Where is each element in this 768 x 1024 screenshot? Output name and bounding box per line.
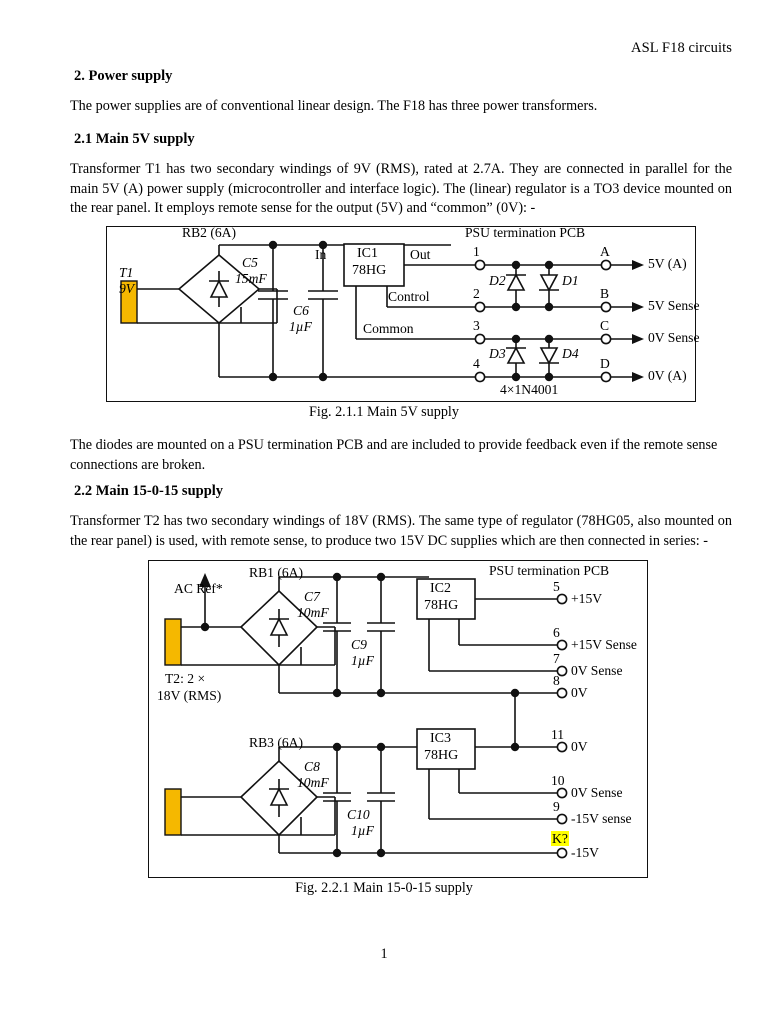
label-pcb-title-1: PSU termination PCB bbox=[465, 225, 586, 240]
terminal-label-0v-8: 0V bbox=[571, 685, 588, 700]
label-rb2: RB2 (6A) bbox=[182, 225, 236, 240]
terminal-letter-c: C bbox=[600, 318, 610, 333]
terminal-label-0v-11: 0V bbox=[571, 739, 588, 754]
output-5v-a: 5V (A) bbox=[648, 256, 687, 271]
label-c5-value: 15mF bbox=[235, 271, 267, 286]
arrow-5v-sense bbox=[632, 302, 644, 312]
label-d1: D1 bbox=[562, 273, 579, 288]
figure-1-caption: Fig. 2.1.1 Main 5V supply bbox=[309, 404, 459, 420]
heading-section-2-1: 2.1 Main 5V supply bbox=[74, 131, 195, 147]
label-c10-value: 1µF bbox=[351, 823, 374, 838]
output-5v-sense: 5V Sense bbox=[648, 298, 700, 313]
figure-1-schematic bbox=[120, 240, 644, 383]
label-c5: C5 bbox=[242, 255, 258, 270]
running-head: ASL F18 circuits bbox=[631, 40, 732, 56]
label-ic1-common: Common bbox=[363, 321, 414, 336]
label-d2: D2 bbox=[489, 273, 506, 288]
figure-1-frame: T1 9V RB2 (6A) C5 15mF C6 1µF In IC1 78H… bbox=[106, 225, 700, 402]
figure-2-frame: AC Ref* RB1 (6A) T2: 2 × 18V (RMS) C7 10… bbox=[148, 560, 648, 878]
label-d3: D3 bbox=[489, 346, 506, 361]
label-c7-value: 10mF bbox=[297, 605, 329, 620]
output-0v-a: 0V (A) bbox=[648, 368, 687, 383]
page-number: 1 bbox=[380, 946, 388, 962]
transformer-t2-winding-bottom bbox=[164, 788, 182, 836]
terminal-num-6: 6 bbox=[553, 625, 560, 640]
terminal-label-plus15v-sense: +15V Sense bbox=[571, 637, 637, 652]
label-ic3: IC3 bbox=[430, 731, 451, 746]
terminal-letter-a: A bbox=[600, 244, 610, 259]
label-diode-part-number: 4×1N4001 bbox=[500, 382, 559, 397]
label-ic1-type: 78HG bbox=[352, 263, 387, 278]
paragraph-2-2: Transformer T2 has two secondary winding… bbox=[70, 513, 732, 549]
label-ic2-type: 78HG bbox=[424, 598, 459, 613]
paragraph-intro: The power supplies are of conventional l… bbox=[70, 98, 598, 114]
label-c6-value: 1µF bbox=[289, 319, 312, 334]
label-ic1-control: Control bbox=[388, 289, 430, 304]
label-c9: C9 bbox=[351, 637, 367, 652]
label-ic2: IC2 bbox=[430, 581, 451, 596]
label-c8-value: 10mF bbox=[297, 775, 329, 790]
ic3-box bbox=[416, 728, 476, 770]
label-d4: D4 bbox=[562, 346, 579, 361]
label-c10: C10 bbox=[347, 807, 370, 822]
transformer-t2-winding-top bbox=[164, 618, 182, 666]
label-t2-line2: 18V (RMS) bbox=[157, 688, 222, 703]
label-pcb-title-2: PSU termination PCB bbox=[489, 563, 610, 578]
label-c8: C8 bbox=[304, 759, 320, 774]
terminal-num-8: 8 bbox=[553, 673, 560, 688]
paragraph-after-fig1: The diodes are mounted on a PSU terminat… bbox=[70, 437, 718, 473]
output-0v-sense: 0V Sense bbox=[648, 330, 700, 345]
arrow-0v-a bbox=[632, 372, 644, 382]
terminal-num-3: 3 bbox=[473, 318, 480, 333]
terminal-num-7: 7 bbox=[553, 651, 560, 666]
terminal-label-plus15v: +15V bbox=[571, 591, 603, 606]
label-rb1: RB1 (6A) bbox=[249, 565, 303, 580]
label-c9-value: 1µF bbox=[351, 653, 374, 668]
figure-2-schematic bbox=[164, 572, 568, 859]
terminal-label-0v-sense-10: 0V Sense bbox=[571, 785, 623, 800]
terminal-num-5: 5 bbox=[553, 579, 560, 594]
terminal-label-0v-sense-7: 0V Sense bbox=[571, 663, 623, 678]
annotation-k-question: K? bbox=[551, 831, 569, 846]
label-t1: T1 bbox=[119, 265, 134, 280]
terminal-num-1: 1 bbox=[473, 244, 480, 259]
terminal-num-2: 2 bbox=[473, 286, 480, 301]
label-ac-ref: AC Ref* bbox=[174, 581, 223, 596]
label-t2-line1: T2: 2 × bbox=[165, 671, 206, 686]
label-rb3: RB3 (6A) bbox=[249, 735, 303, 750]
label-c6: C6 bbox=[293, 303, 309, 318]
transformer-t1-winding bbox=[120, 280, 138, 324]
terminal-num-4: 4 bbox=[473, 356, 480, 371]
figure-2-caption: Fig. 2.2.1 Main 15-0-15 supply bbox=[295, 880, 473, 896]
ic1-box bbox=[343, 243, 405, 287]
terminal-num-10: 10 bbox=[551, 773, 565, 788]
terminal-label-minus15v: -15V bbox=[571, 845, 599, 860]
terminal-letter-d: D bbox=[600, 356, 610, 371]
label-t1-voltage: 9V bbox=[119, 281, 135, 296]
terminal-num-9: 9 bbox=[553, 799, 560, 814]
label-ic3-type: 78HG bbox=[424, 748, 459, 763]
heading-section-2: 2. Power supply bbox=[74, 68, 173, 84]
terminal-letter-b: B bbox=[600, 286, 610, 301]
label-c7: C7 bbox=[304, 589, 320, 604]
label-ic1-in: In bbox=[315, 247, 327, 262]
terminal-num-11: 11 bbox=[551, 727, 565, 742]
ic2-box bbox=[416, 578, 476, 620]
arrow-0v-sense bbox=[632, 334, 644, 344]
arrow-ac-ref bbox=[199, 573, 211, 587]
arrow-5v-a bbox=[632, 260, 644, 270]
label-ic1-out: Out bbox=[410, 247, 431, 262]
terminal-label-minus15v-sense: -15V sense bbox=[571, 811, 632, 826]
paragraph-2-1: Transformer T1 has two secondary winding… bbox=[70, 161, 732, 217]
label-ic1: IC1 bbox=[357, 246, 378, 261]
heading-section-2-2: 2.2 Main 15-0-15 supply bbox=[74, 483, 224, 499]
